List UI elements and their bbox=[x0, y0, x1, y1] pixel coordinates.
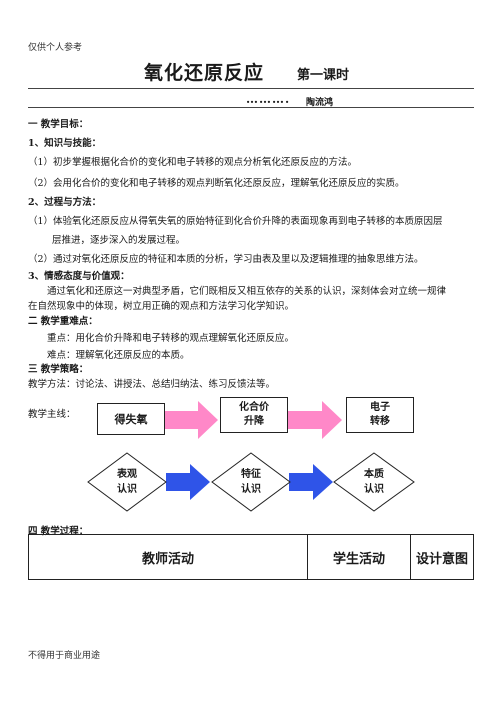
diamond-essence: 本质 认识 bbox=[333, 452, 415, 512]
process-item-1: （1）体验氧化还原反应从得氧失氧的原始特征到化合价升降的表面现象再到电子转移的本… bbox=[28, 216, 443, 227]
author-name: 陶流鸿 bbox=[306, 98, 334, 108]
table-header-row: 教师活动 学生活动 设计意图 bbox=[28, 534, 474, 580]
header-note: 仅供个人参考 bbox=[28, 43, 83, 53]
diamond-feature: 特征 认识 bbox=[211, 452, 291, 512]
knowledge-item-2: （2）会用化合价的变化和电子转移的观点判断氧化还原反应，理解氧化还原反应的实质。 bbox=[28, 178, 405, 189]
pink-arrow-1 bbox=[165, 401, 218, 439]
author-dots: ………. bbox=[246, 92, 291, 106]
values-line-2: 在自然现象中的体现，树立用正确的观点和方法学习化学知识。 bbox=[28, 301, 295, 312]
header-design-intent: 设计意图 bbox=[410, 534, 474, 580]
values-heading: 3、情感态度与价值观： bbox=[28, 271, 130, 282]
flow-box-valence: 化合价 升降 bbox=[220, 397, 288, 433]
mainline-label: 教学主线： bbox=[28, 409, 76, 420]
process-item-1-cont: 层推进，逐步深入的发展过程。 bbox=[52, 235, 186, 246]
knowledge-item-1: （1）初步掌握根据化合价的变化和电子转移的观点分析氧化还原反应的方法。 bbox=[28, 157, 358, 168]
blue-arrow-1 bbox=[166, 464, 210, 500]
flow-box-electron: 电子 转移 bbox=[346, 397, 414, 433]
diamond-surface: 表观 认识 bbox=[87, 452, 167, 512]
title-rule bbox=[28, 88, 474, 89]
blue-arrow-2 bbox=[289, 464, 333, 500]
flow-box-oxygen: 得失氧 bbox=[97, 403, 165, 435]
strategy-heading: 三 教学策略： bbox=[28, 364, 89, 375]
pink-arrow-2 bbox=[288, 401, 342, 439]
key-point-line: 重点：用化合价升降和电子转移的观点理解氧化还原反应。 bbox=[47, 333, 295, 344]
knowledge-skills-heading: 1、知识与技能： bbox=[28, 138, 102, 149]
values-line-1: 通过氧化和还原这一对典型矛盾，它们既相反又相互依存的关系的认识，深刻体会对立统一… bbox=[47, 286, 447, 297]
header-teacher-activity: 教师活动 bbox=[28, 534, 308, 580]
section-objectives-heading: 一 教学目标： bbox=[28, 119, 89, 130]
footer-note: 不得用于商业用途 bbox=[28, 651, 101, 661]
process-item-2: （2）通过对氧化还原反应的特征和本质的分析，学习由表及里以及逻辑推理的抽象思维方… bbox=[28, 254, 424, 265]
diamond-feature-label: 特征 认识 bbox=[241, 469, 261, 495]
process-methods-heading: 2、过程与方法： bbox=[28, 197, 102, 208]
strategy-methods: 教学方法：讨论法、讲授法、总结归纳法、练习反馈法等。 bbox=[28, 379, 276, 390]
header-student-activity: 学生活动 bbox=[307, 534, 411, 580]
diamond-surface-label: 表观 认识 bbox=[117, 469, 137, 495]
process-table: 教师活动 学生活动 设计意图 bbox=[28, 534, 474, 580]
author-rule bbox=[28, 107, 474, 108]
key-points-heading: 二 教学重难点： bbox=[28, 316, 98, 327]
difficult-point-line: 难点：理解氧化还原反应的本质。 bbox=[47, 350, 190, 361]
diamond-essence-label: 本质 认识 bbox=[364, 469, 384, 495]
process-heading: 四 教学过程： bbox=[28, 526, 89, 537]
page-title: 氧化还原反应 bbox=[144, 62, 265, 84]
page-subtitle: 第一课时 bbox=[297, 68, 350, 83]
